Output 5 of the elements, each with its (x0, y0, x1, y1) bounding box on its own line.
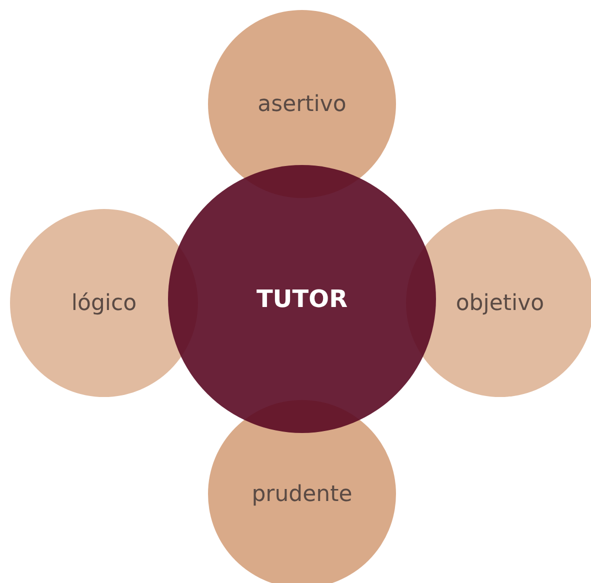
node-label: lógico (71, 290, 137, 316)
node-label: objetivo (456, 290, 544, 316)
node-label: prudente (252, 482, 352, 506)
node-label: asertivo (258, 92, 346, 116)
node-label: TUTOR (256, 285, 348, 313)
